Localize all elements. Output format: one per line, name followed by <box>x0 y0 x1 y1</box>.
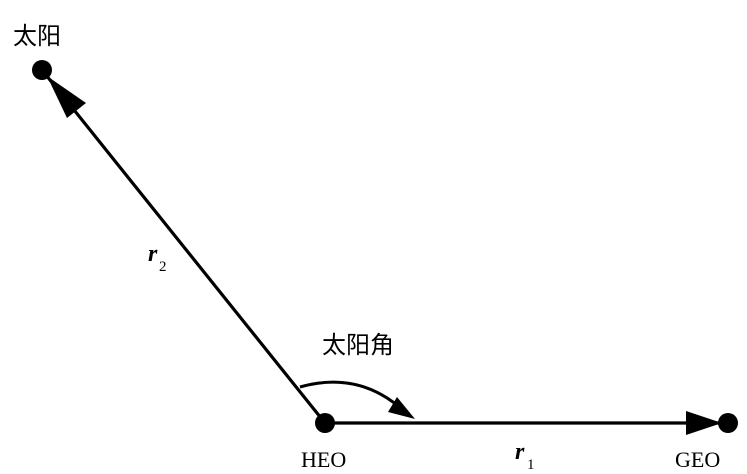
sun-angle-arc-arrowhead <box>388 397 415 419</box>
vector-r2-arrowhead <box>47 76 86 118</box>
sun-angle-label: 太阳角 <box>322 331 394 359</box>
sun-point <box>32 60 52 80</box>
geo-point <box>718 413 738 433</box>
vector-r2-symbol: r <box>148 241 158 267</box>
vector-r1-symbol: r <box>515 439 525 465</box>
vector-r1-arrowhead <box>686 411 722 435</box>
vector-r2-subscript: 2 <box>159 259 167 275</box>
sun-angle-arc <box>299 380 407 414</box>
sun-label: 太阳 <box>13 22 61 50</box>
heo-label: HEO <box>301 447 346 472</box>
heo-point <box>315 413 335 433</box>
vector-r1-subscript: 1 <box>527 457 535 473</box>
vector-r2-line <box>40 68 327 425</box>
geo-label: GEO <box>675 447 720 472</box>
